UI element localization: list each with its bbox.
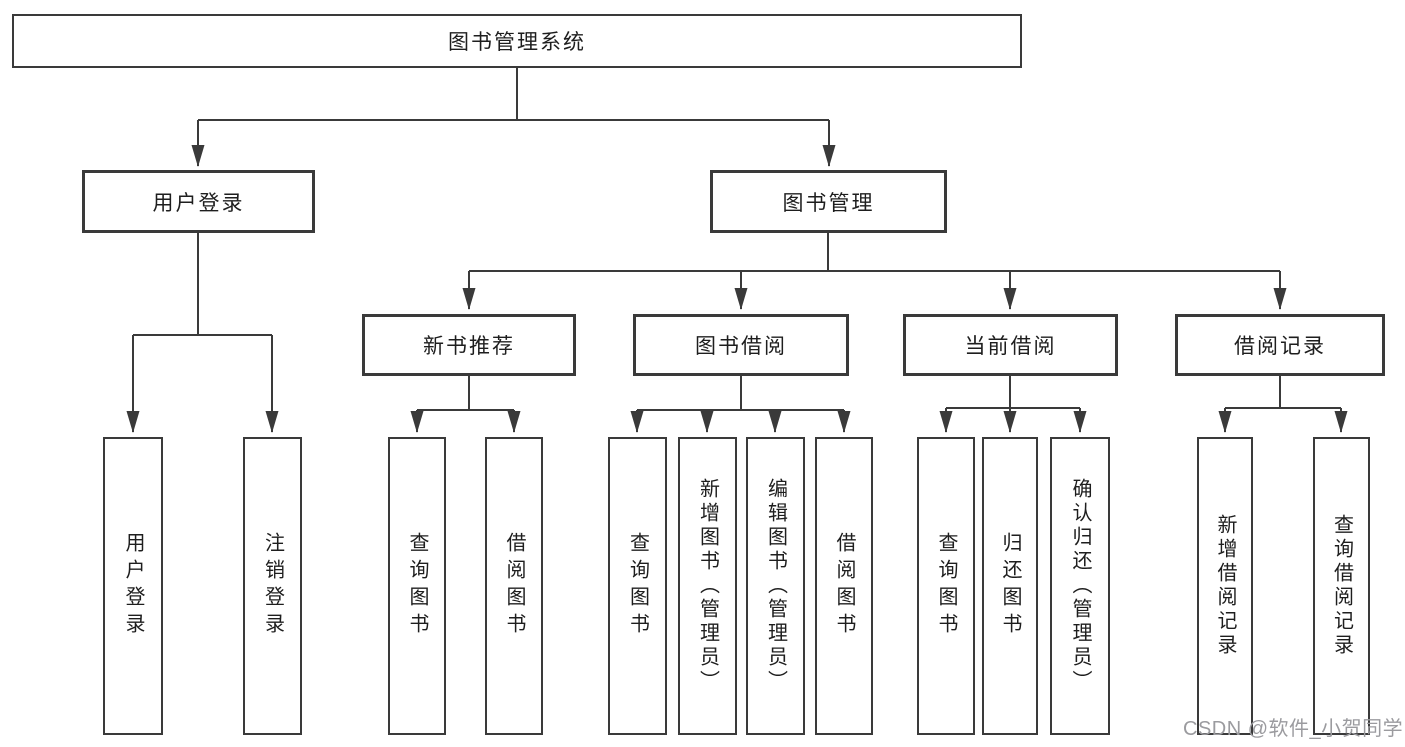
node-new-book-recommend: 新书推荐 xyxy=(362,314,576,376)
node-label: 查询图书 xyxy=(406,532,428,640)
csdn-watermark: CSDN @软件_小贺同学 xyxy=(1183,718,1404,740)
node-label: 图书借阅 xyxy=(695,335,787,358)
node-leaf-borrow-books-recommend: 借阅图书 xyxy=(485,437,543,735)
node-leaf-query-books-borrow: 查询图书 xyxy=(608,437,667,735)
node-label: 查询图书 xyxy=(935,532,957,640)
node-library-management-system: 图书管理系统 xyxy=(12,14,1022,68)
node-leaf-query-books-recommend: 查询图书 xyxy=(388,437,446,735)
node-label: 确认归还（管理员） xyxy=(1069,478,1091,694)
node-label: 借阅图书 xyxy=(833,532,855,640)
node-book-management: 图书管理 xyxy=(710,170,947,233)
node-label: 查询借阅记录 xyxy=(1330,514,1353,658)
node-leaf-confirm-return-admin: 确认归还（管理员） xyxy=(1050,437,1110,735)
node-label: 用户登录 xyxy=(122,532,144,640)
node-leaf-add-borrow-record: 新增借阅记录 xyxy=(1197,437,1253,735)
node-label: 注销登录 xyxy=(261,532,284,640)
node-label: 查询图书 xyxy=(626,532,649,640)
node-leaf-logout: 注销登录 xyxy=(243,437,302,735)
node-label: 图书管理 xyxy=(782,191,875,215)
node-label: 新增借阅记录 xyxy=(1214,514,1236,658)
node-label: 借阅图书 xyxy=(503,532,525,640)
node-leaf-user-login: 用户登录 xyxy=(103,437,163,735)
node-label: 图书管理系统 xyxy=(448,31,586,54)
node-user-login: 用户登录 xyxy=(82,170,315,233)
node-leaf-borrow-books: 借阅图书 xyxy=(815,437,873,735)
node-label: 新书推荐 xyxy=(423,335,515,358)
node-leaf-return-books: 归还图书 xyxy=(982,437,1038,735)
node-label: 当前借阅 xyxy=(964,335,1057,358)
node-label: 用户登录 xyxy=(152,191,245,215)
node-leaf-add-books-admin: 新增图书（管理员） xyxy=(678,437,737,735)
node-label: 借阅记录 xyxy=(1234,335,1326,358)
node-label: 编辑图书（管理员） xyxy=(764,478,787,694)
node-current-borrow: 当前借阅 xyxy=(903,314,1118,376)
node-leaf-edit-books-admin: 编辑图书（管理员） xyxy=(746,437,805,735)
node-leaf-query-borrow-record: 查询借阅记录 xyxy=(1313,437,1370,735)
node-label: 归还图书 xyxy=(999,532,1021,640)
node-book-borrow: 图书借阅 xyxy=(633,314,849,376)
node-borrow-records: 借阅记录 xyxy=(1175,314,1385,376)
node-leaf-query-books-current: 查询图书 xyxy=(917,437,975,735)
node-label: 新增图书（管理员） xyxy=(696,478,719,694)
